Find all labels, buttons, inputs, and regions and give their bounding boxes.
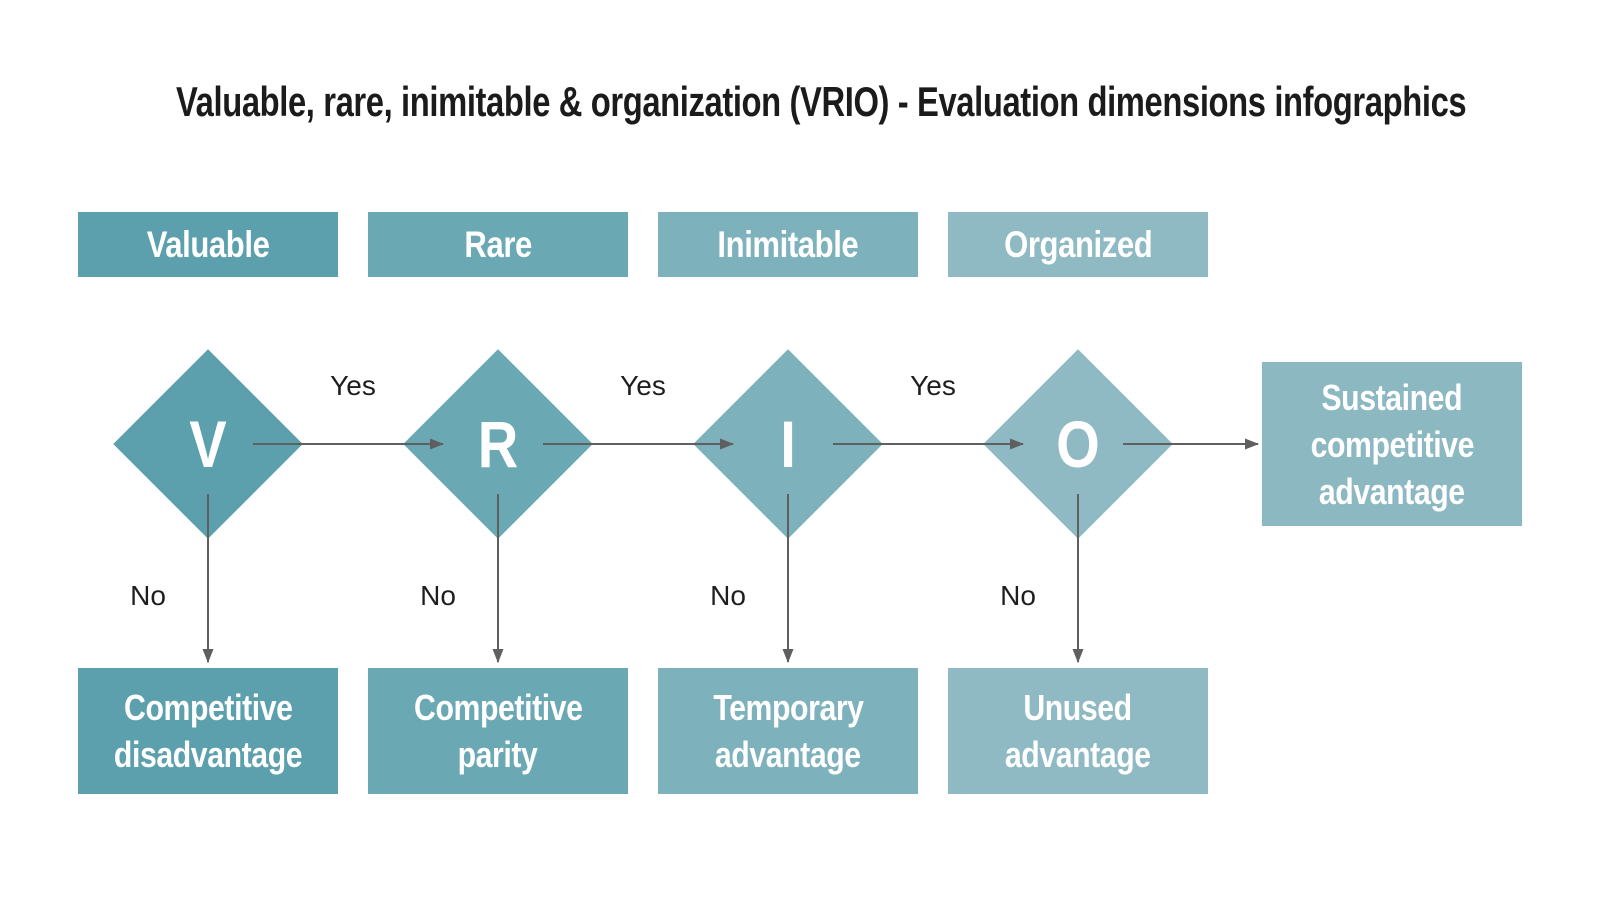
- diamond-letter: R: [477, 407, 519, 481]
- outcome-label-line: Unused: [1023, 687, 1133, 728]
- outcome-box-unused-advantage: Unused advantage: [948, 668, 1208, 794]
- diamond-o: O: [983, 349, 1173, 539]
- diamond-letter: V: [189, 407, 227, 481]
- final-box-sustained-competitive-advantage: Sustained competitive advantage: [1262, 362, 1522, 526]
- header-label: Inimitable: [717, 223, 859, 265]
- header-label: Organized: [1003, 223, 1153, 265]
- diamond-letter: I: [780, 407, 796, 481]
- diamond-r: R: [403, 349, 593, 539]
- outcome-label-line: Temporary: [712, 687, 864, 728]
- outcome-box-competitive-parity: Competitive parity: [368, 668, 628, 794]
- header-label: Valuable: [146, 223, 270, 265]
- yes-label-2: Yes: [620, 370, 666, 401]
- outcome-label-line: parity: [458, 734, 538, 775]
- outcome-label-line: Competitive: [413, 687, 583, 728]
- outcome-label-line: advantage: [715, 734, 861, 775]
- diamond-v: V: [113, 349, 303, 539]
- header-label: Rare: [464, 223, 532, 265]
- yes-label-1: Yes: [330, 370, 376, 401]
- outcome-box-competitive-disadvantage: Competitive disadvantage: [78, 668, 338, 794]
- diamond-letter: O: [1056, 407, 1100, 481]
- yes-label-3: Yes: [910, 370, 956, 401]
- header-box-organized: Organized: [948, 212, 1208, 277]
- no-label-2: No: [420, 580, 456, 611]
- outcome-label-line: Competitive: [123, 687, 293, 728]
- header-box-valuable: Valuable: [78, 212, 338, 277]
- header-box-inimitable: Inimitable: [658, 212, 918, 277]
- final-label-line: advantage: [1319, 470, 1465, 512]
- final-label-line: competitive: [1310, 423, 1474, 465]
- no-label-3: No: [710, 580, 746, 611]
- no-label-4: No: [1000, 580, 1036, 611]
- outcome-label-line: disadvantage: [113, 734, 303, 775]
- outcome-label-line: advantage: [1005, 734, 1151, 775]
- diamond-i: I: [693, 349, 883, 539]
- no-label-1: No: [130, 580, 166, 611]
- page-title: Valuable, rare, inimitable & organizatio…: [176, 78, 1467, 125]
- outcome-box-temporary-advantage: Temporary advantage: [658, 668, 918, 794]
- header-box-rare: Rare: [368, 212, 628, 277]
- final-label-line: Sustained: [1321, 376, 1463, 418]
